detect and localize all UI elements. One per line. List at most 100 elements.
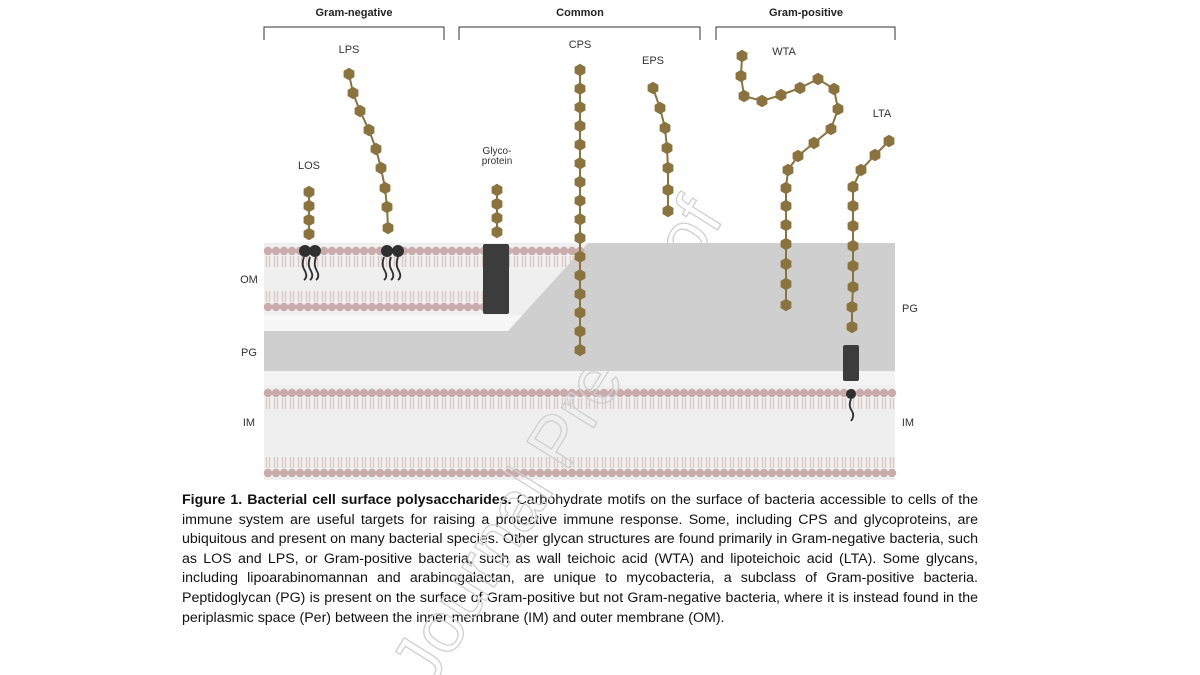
- om-outer-lipid-head: [551, 246, 561, 256]
- lps-anchor-head: [381, 245, 393, 257]
- im-inner-lipid-head: [503, 468, 513, 478]
- los-chain-sugar: [303, 185, 315, 199]
- om-inner-lipid-head: [455, 302, 465, 312]
- lps-chain-sugar: [381, 200, 393, 214]
- im-inner-lipid-head: [407, 468, 417, 478]
- cps-chain-sugar: [574, 138, 586, 151]
- im-outer-lipid-head: [815, 388, 825, 398]
- im-inner-lipid-head: [463, 468, 473, 478]
- im-outer-lipid-head: [487, 388, 497, 398]
- im-outer-lipid-head: [359, 388, 369, 398]
- im-inner-lipid-head: [703, 468, 713, 478]
- im-outer-lipid-head: [367, 388, 377, 398]
- glycoprotein-chain-sugar: [491, 197, 503, 211]
- im-inner-lipid-head: [399, 468, 409, 478]
- im-outer-lipid-head: [711, 388, 721, 398]
- om-outer-lipid-head: [439, 246, 449, 256]
- im-inner-lipid-head: [791, 468, 801, 478]
- im-outer-lipid-head: [471, 388, 481, 398]
- im-outer-lipid-head: [455, 388, 465, 398]
- im-outer-lipid-head: [727, 388, 737, 398]
- im-inner-lipid-head: [375, 468, 385, 478]
- lta-chain-sugar: [846, 320, 858, 334]
- im-inner-lipid-head: [663, 468, 673, 478]
- im-inner-lipid-head: [863, 468, 873, 478]
- im-outer-lipid-head: [599, 388, 609, 398]
- glycoprotein-chain-sugar: [491, 225, 503, 239]
- wta-chain-sugar: [825, 122, 837, 136]
- om-inner-lipid-head: [287, 302, 297, 312]
- im-outer-lipid-head: [479, 388, 489, 398]
- im-inner-lipid-head: [575, 468, 585, 478]
- glycoprotein-chain-sugar: [491, 211, 503, 225]
- im-outer-lipid-head: [287, 388, 297, 398]
- im-inner-lipid-head: [303, 468, 313, 478]
- im-inner-lipid-head: [335, 468, 345, 478]
- im-outer-lipid-head: [863, 388, 873, 398]
- im-inner-lipid-head: [687, 468, 697, 478]
- om-outer-lipid-head: [519, 246, 529, 256]
- im-inner-lipid-head: [559, 468, 569, 478]
- wta-chain-sugar: [782, 163, 794, 177]
- im-outer-lipid-head: [775, 388, 785, 398]
- wta-chain-sugar: [780, 277, 792, 291]
- lta-chain-sugar: [847, 219, 859, 233]
- im-outer-lipid-head: [383, 388, 393, 398]
- label-eps: EPS: [642, 55, 664, 67]
- wta-chain-sugar: [794, 81, 806, 95]
- om-outer-lipid-head: [327, 246, 337, 256]
- om-outer-lipid-head: [527, 246, 537, 256]
- eps-chain-sugar: [662, 204, 674, 218]
- eps-chain-sugar: [662, 183, 674, 197]
- im-inner-lipid-head: [367, 468, 377, 478]
- im-inner-lipid-head: [551, 468, 561, 478]
- label-glycoprotein-1: Glyco-: [483, 146, 512, 157]
- lps-chain-sugar: [375, 161, 387, 175]
- im-inner-lipid-head: [855, 468, 865, 478]
- im-inner-lipid-head: [743, 468, 753, 478]
- im-outer-lipid-head: [759, 388, 769, 398]
- lta-chain-sugar: [847, 239, 859, 253]
- om-inner-lipid-head: [319, 302, 329, 312]
- im-outer-lipid-head: [319, 388, 329, 398]
- cps-chain-sugar: [574, 157, 586, 170]
- cps-chain-sugar: [574, 287, 586, 301]
- om-outer-lipid-head: [431, 246, 441, 256]
- im-inner-lipid-head: [839, 468, 849, 478]
- om-inner-lipid-head: [399, 302, 409, 312]
- cps-chain-sugar: [574, 231, 586, 245]
- om-outer-lipid-head: [271, 246, 281, 256]
- eps-chain-sugar: [661, 141, 673, 155]
- om-outer-lipid-head: [415, 246, 425, 256]
- label-om: OM: [240, 274, 258, 286]
- header-common: Common: [556, 7, 604, 19]
- im-inner-lipid-head: [535, 468, 545, 478]
- wta-chain-sugar: [780, 199, 792, 213]
- im-outer-lipid-head: [783, 388, 793, 398]
- im-outer-lipid-head: [343, 388, 353, 398]
- om-inner-lipid-head: [311, 302, 321, 312]
- im-outer-lipid-head: [735, 388, 745, 398]
- im-inner-lipid-head: [391, 468, 401, 478]
- im-inner-lipid-head: [847, 468, 857, 478]
- om-inner-lipid-head: [367, 302, 377, 312]
- im-outer-lipid-head: [799, 388, 809, 398]
- wta-chain-sugar: [780, 257, 792, 271]
- im-inner-lipid-head: [431, 468, 441, 478]
- om-inner-lipid-head: [439, 302, 449, 312]
- im-inner-lipid-head: [519, 468, 529, 478]
- lta-anchor-protein: [843, 345, 859, 381]
- lta-chain-sugar: [847, 280, 859, 294]
- im-inner-lipid-head: [263, 468, 273, 478]
- wta-chain-sugar: [780, 298, 792, 312]
- im-inner-lipid-head: [359, 468, 369, 478]
- im-outer-lipid-head: [615, 388, 625, 398]
- cps-chain-sugar: [574, 213, 586, 226]
- om-inner-lipid-head: [303, 302, 313, 312]
- cps-chain-sugar: [574, 63, 586, 77]
- im-inner-lipid-head: [543, 468, 553, 478]
- om-inner-lipid-head: [415, 302, 425, 312]
- im-inner-lipid-head: [719, 468, 729, 478]
- label-lta: LTA: [873, 108, 892, 120]
- im-outer-lipid-head: [807, 388, 817, 398]
